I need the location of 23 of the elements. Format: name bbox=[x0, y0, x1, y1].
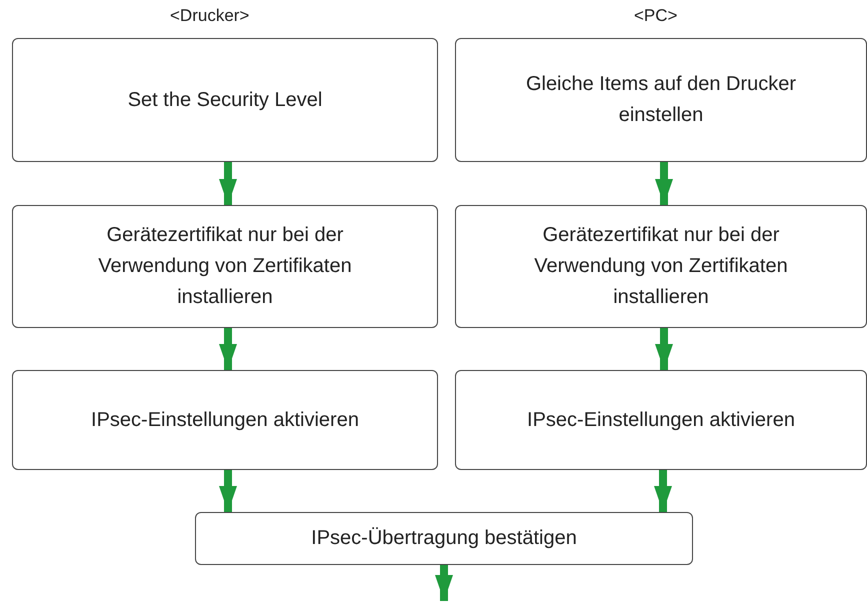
process-box bbox=[12, 205, 438, 328]
process-box bbox=[12, 370, 438, 470]
step-text: IPsec-Übertragung bestätigen bbox=[311, 526, 577, 551]
arrow bbox=[219, 470, 237, 512]
step-text: Gleiche Items auf den Drucker einstellen bbox=[524, 72, 798, 128]
step-text: Gerätezertifikat nur bei der Verwendung von Zertifikaten installieren bbox=[97, 223, 353, 310]
process-box bbox=[455, 38, 867, 162]
arrow bbox=[655, 328, 673, 370]
arrow bbox=[219, 162, 237, 205]
arrow bbox=[219, 328, 237, 370]
arrow bbox=[654, 470, 672, 512]
arrow bbox=[435, 565, 453, 601]
process-box bbox=[195, 512, 693, 565]
process-box bbox=[455, 370, 867, 470]
process-box bbox=[12, 38, 438, 162]
step-text: IPsec-Einstellungen aktivieren bbox=[527, 408, 795, 432]
process-box bbox=[455, 205, 867, 328]
arrow bbox=[655, 162, 673, 205]
column-heading: <Drucker> bbox=[170, 6, 250, 26]
step-text: Set the Security Level bbox=[128, 88, 322, 112]
column-heading: <PC> bbox=[634, 6, 678, 26]
step-text: Gerätezertifikat nur bei der Verwendung von Zertifikaten installieren bbox=[533, 223, 789, 310]
step-text: IPsec-Einstellungen aktivieren bbox=[91, 408, 359, 432]
